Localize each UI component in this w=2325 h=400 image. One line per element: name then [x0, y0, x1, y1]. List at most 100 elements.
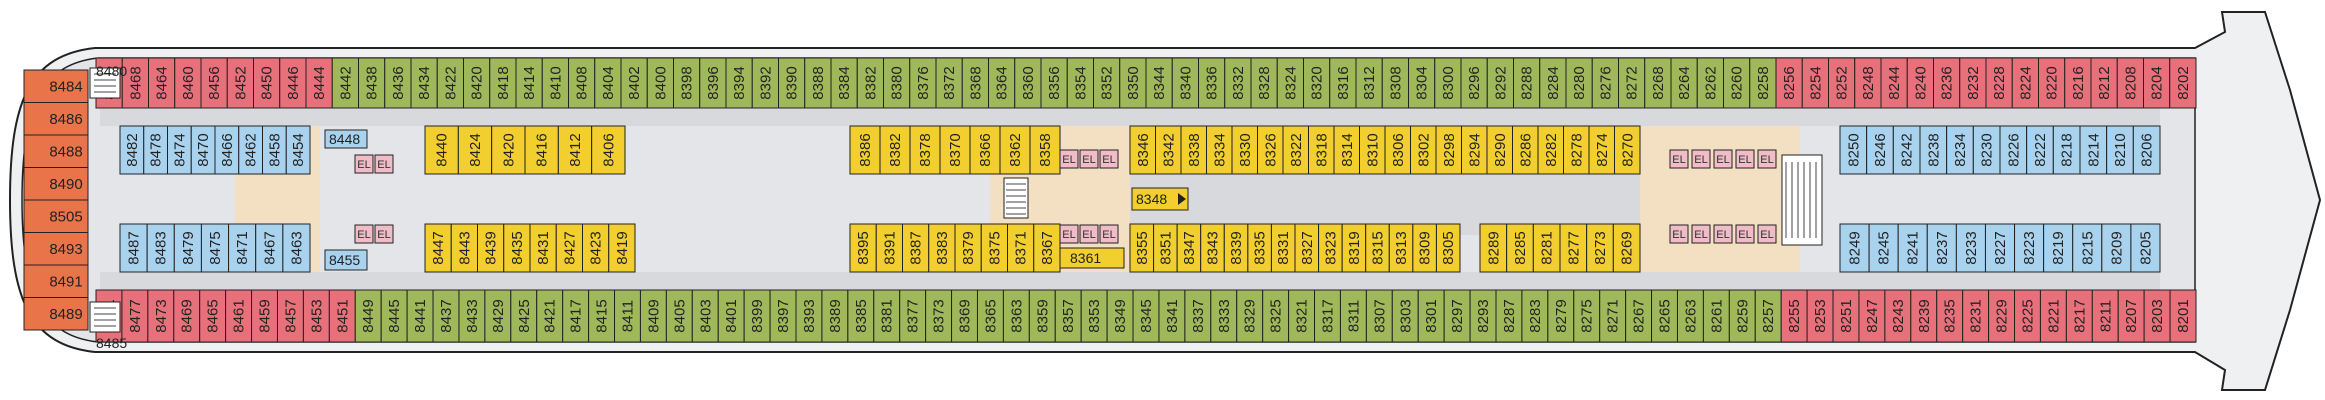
cabin-8270[interactable]: 8270: [1614, 125, 1641, 175]
cabin-8396[interactable]: 8396: [699, 57, 727, 109]
cabin-8227[interactable]: 8227: [1984, 223, 2016, 273]
cabin-8409[interactable]: 8409: [639, 289, 667, 343]
cabin-8345[interactable]: 8345: [1132, 289, 1160, 343]
cabin-8423[interactable]: 8423: [582, 223, 610, 273]
cabin-8452[interactable]: 8452: [226, 57, 254, 109]
cabin-8392[interactable]: 8392: [751, 57, 779, 109]
cabin-8484[interactable]: 8484: [23, 69, 89, 103]
cabin-8246[interactable]: 8246: [1866, 125, 1894, 175]
cabin-8208[interactable]: 8208: [2116, 57, 2144, 109]
cabin-8431[interactable]: 8431: [529, 223, 557, 273]
cabin-8382[interactable]: 8382: [879, 125, 911, 175]
cabin-8254[interactable]: 8254: [1801, 57, 1829, 109]
cabin-8253[interactable]: 8253: [1806, 289, 1834, 343]
cabin-8279[interactable]: 8279: [1547, 289, 1575, 343]
cabin-8398[interactable]: 8398: [673, 57, 701, 109]
cabin-8467[interactable]: 8467: [255, 223, 284, 273]
cabin-8433[interactable]: 8433: [458, 289, 486, 343]
cabin-8223[interactable]: 8223: [2014, 223, 2045, 273]
cabin-8490[interactable]: 8490: [23, 167, 89, 201]
cabin-8306[interactable]: 8306: [1384, 125, 1411, 175]
cabin-8292[interactable]: 8292: [1486, 57, 1514, 109]
cabin-8465[interactable]: 8465: [199, 289, 227, 343]
cabin-8225[interactable]: 8225: [2014, 289, 2041, 343]
cabin-8318[interactable]: 8318: [1308, 125, 1335, 175]
cabin-8250[interactable]: 8250: [1839, 125, 1868, 175]
cabin-8259[interactable]: 8259: [1728, 289, 1756, 343]
cabin-8459[interactable]: 8459: [251, 289, 278, 343]
cabin-8401[interactable]: 8401: [717, 289, 745, 343]
cabin-8323[interactable]: 8323: [1318, 223, 1343, 273]
cabin-8251[interactable]: 8251: [1832, 289, 1860, 343]
cabin-8294[interactable]: 8294: [1461, 125, 1488, 175]
cabin-8486[interactable]: 8486: [23, 102, 89, 136]
cabin-8298[interactable]: 8298: [1435, 125, 1462, 175]
cabin-8475[interactable]: 8475: [200, 223, 230, 273]
cabin-8483[interactable]: 8483: [146, 223, 175, 273]
cabin-8204[interactable]: 8204: [2143, 57, 2171, 109]
cabin-8233[interactable]: 8233: [1955, 223, 1986, 273]
cabin-8461[interactable]: 8461: [225, 289, 253, 343]
cabin-8347[interactable]: 8347: [1176, 223, 1202, 273]
cabin-8453[interactable]: 8453: [302, 289, 330, 343]
cabin-8205[interactable]: 8205: [2130, 223, 2161, 273]
cabin-8244[interactable]: 8244: [1880, 57, 1908, 109]
cabin-8320[interactable]: 8320: [1303, 57, 1331, 109]
cabin-8390[interactable]: 8390: [778, 57, 806, 109]
cabin-8487[interactable]: 8487: [119, 223, 148, 273]
cabin-8229[interactable]: 8229: [1988, 289, 2016, 343]
cabin-8435[interactable]: 8435: [503, 223, 531, 273]
cabin-8395[interactable]: 8395: [849, 223, 877, 273]
cabin-8412[interactable]: 8412: [557, 125, 593, 175]
cabin-8325[interactable]: 8325: [1262, 289, 1290, 343]
cabin-8312[interactable]: 8312: [1355, 57, 1383, 109]
cabin-8302[interactable]: 8302: [1410, 125, 1437, 175]
cabin-8210[interactable]: 8210: [2106, 125, 2134, 175]
cabin-8341[interactable]: 8341: [1158, 289, 1186, 343]
cabin-8449[interactable]: 8449: [354, 289, 382, 343]
cabin-8235[interactable]: 8235: [1936, 289, 1964, 343]
cabin-8311[interactable]: 8311: [1339, 289, 1367, 343]
cabin-8275[interactable]: 8275: [1573, 289, 1601, 343]
cabin-8271[interactable]: 8271: [1599, 289, 1627, 343]
cabin-8427[interactable]: 8427: [555, 223, 583, 273]
cabin-8446[interactable]: 8446: [279, 57, 307, 109]
cabin-8443[interactable]: 8443: [450, 223, 478, 273]
cabin-8420[interactable]: 8420: [491, 125, 526, 175]
cabin-8371[interactable]: 8371: [1007, 223, 1035, 273]
cabin-8478[interactable]: 8478: [143, 125, 168, 175]
cabin-8337[interactable]: 8337: [1184, 289, 1212, 343]
cabin-8283[interactable]: 8283: [1521, 289, 1549, 343]
cabin-8267[interactable]: 8267: [1625, 289, 1653, 343]
cabin-8324[interactable]: 8324: [1276, 57, 1304, 109]
cabin-8231[interactable]: 8231: [1962, 289, 1990, 343]
cabin-8389[interactable]: 8389: [821, 289, 849, 343]
cabin-8287[interactable]: 8287: [1495, 289, 1523, 343]
cabin-8284[interactable]: 8284: [1539, 57, 1567, 109]
cabin-8361[interactable]: 8361: [1059, 247, 1125, 269]
cabin-8232[interactable]: 8232: [1959, 57, 1987, 109]
cabin-8471[interactable]: 8471: [228, 223, 257, 273]
cabin-8400[interactable]: 8400: [646, 57, 674, 109]
cabin-8434[interactable]: 8434: [410, 57, 438, 109]
cabin-8402[interactable]: 8402: [620, 57, 648, 109]
cabin-8242[interactable]: 8242: [1892, 125, 1921, 175]
cabin-8278[interactable]: 8278: [1563, 125, 1590, 175]
cabin-8238[interactable]: 8238: [1919, 125, 1948, 175]
cabin-8418[interactable]: 8418: [489, 57, 517, 109]
cabin-8370[interactable]: 8370: [939, 125, 971, 175]
cabin-8464[interactable]: 8464: [148, 57, 176, 109]
cabin-8350[interactable]: 8350: [1119, 57, 1147, 109]
cabin-8305[interactable]: 8305: [1435, 223, 1461, 273]
cabin-8383[interactable]: 8383: [928, 223, 956, 273]
cabin-8359[interactable]: 8359: [1028, 289, 1056, 343]
cabin-8226[interactable]: 8226: [1999, 125, 2028, 175]
cabin-8201[interactable]: 8201: [2169, 289, 2197, 343]
cabin-8388[interactable]: 8388: [804, 57, 832, 109]
cabin-8457[interactable]: 8457: [276, 289, 304, 343]
cabin-8385[interactable]: 8385: [847, 289, 875, 343]
cabin-8405[interactable]: 8405: [665, 289, 693, 343]
cabin-8445[interactable]: 8445: [380, 289, 408, 343]
cabin-8437[interactable]: 8437: [432, 289, 460, 343]
cabin-8334[interactable]: 8334: [1206, 125, 1233, 175]
